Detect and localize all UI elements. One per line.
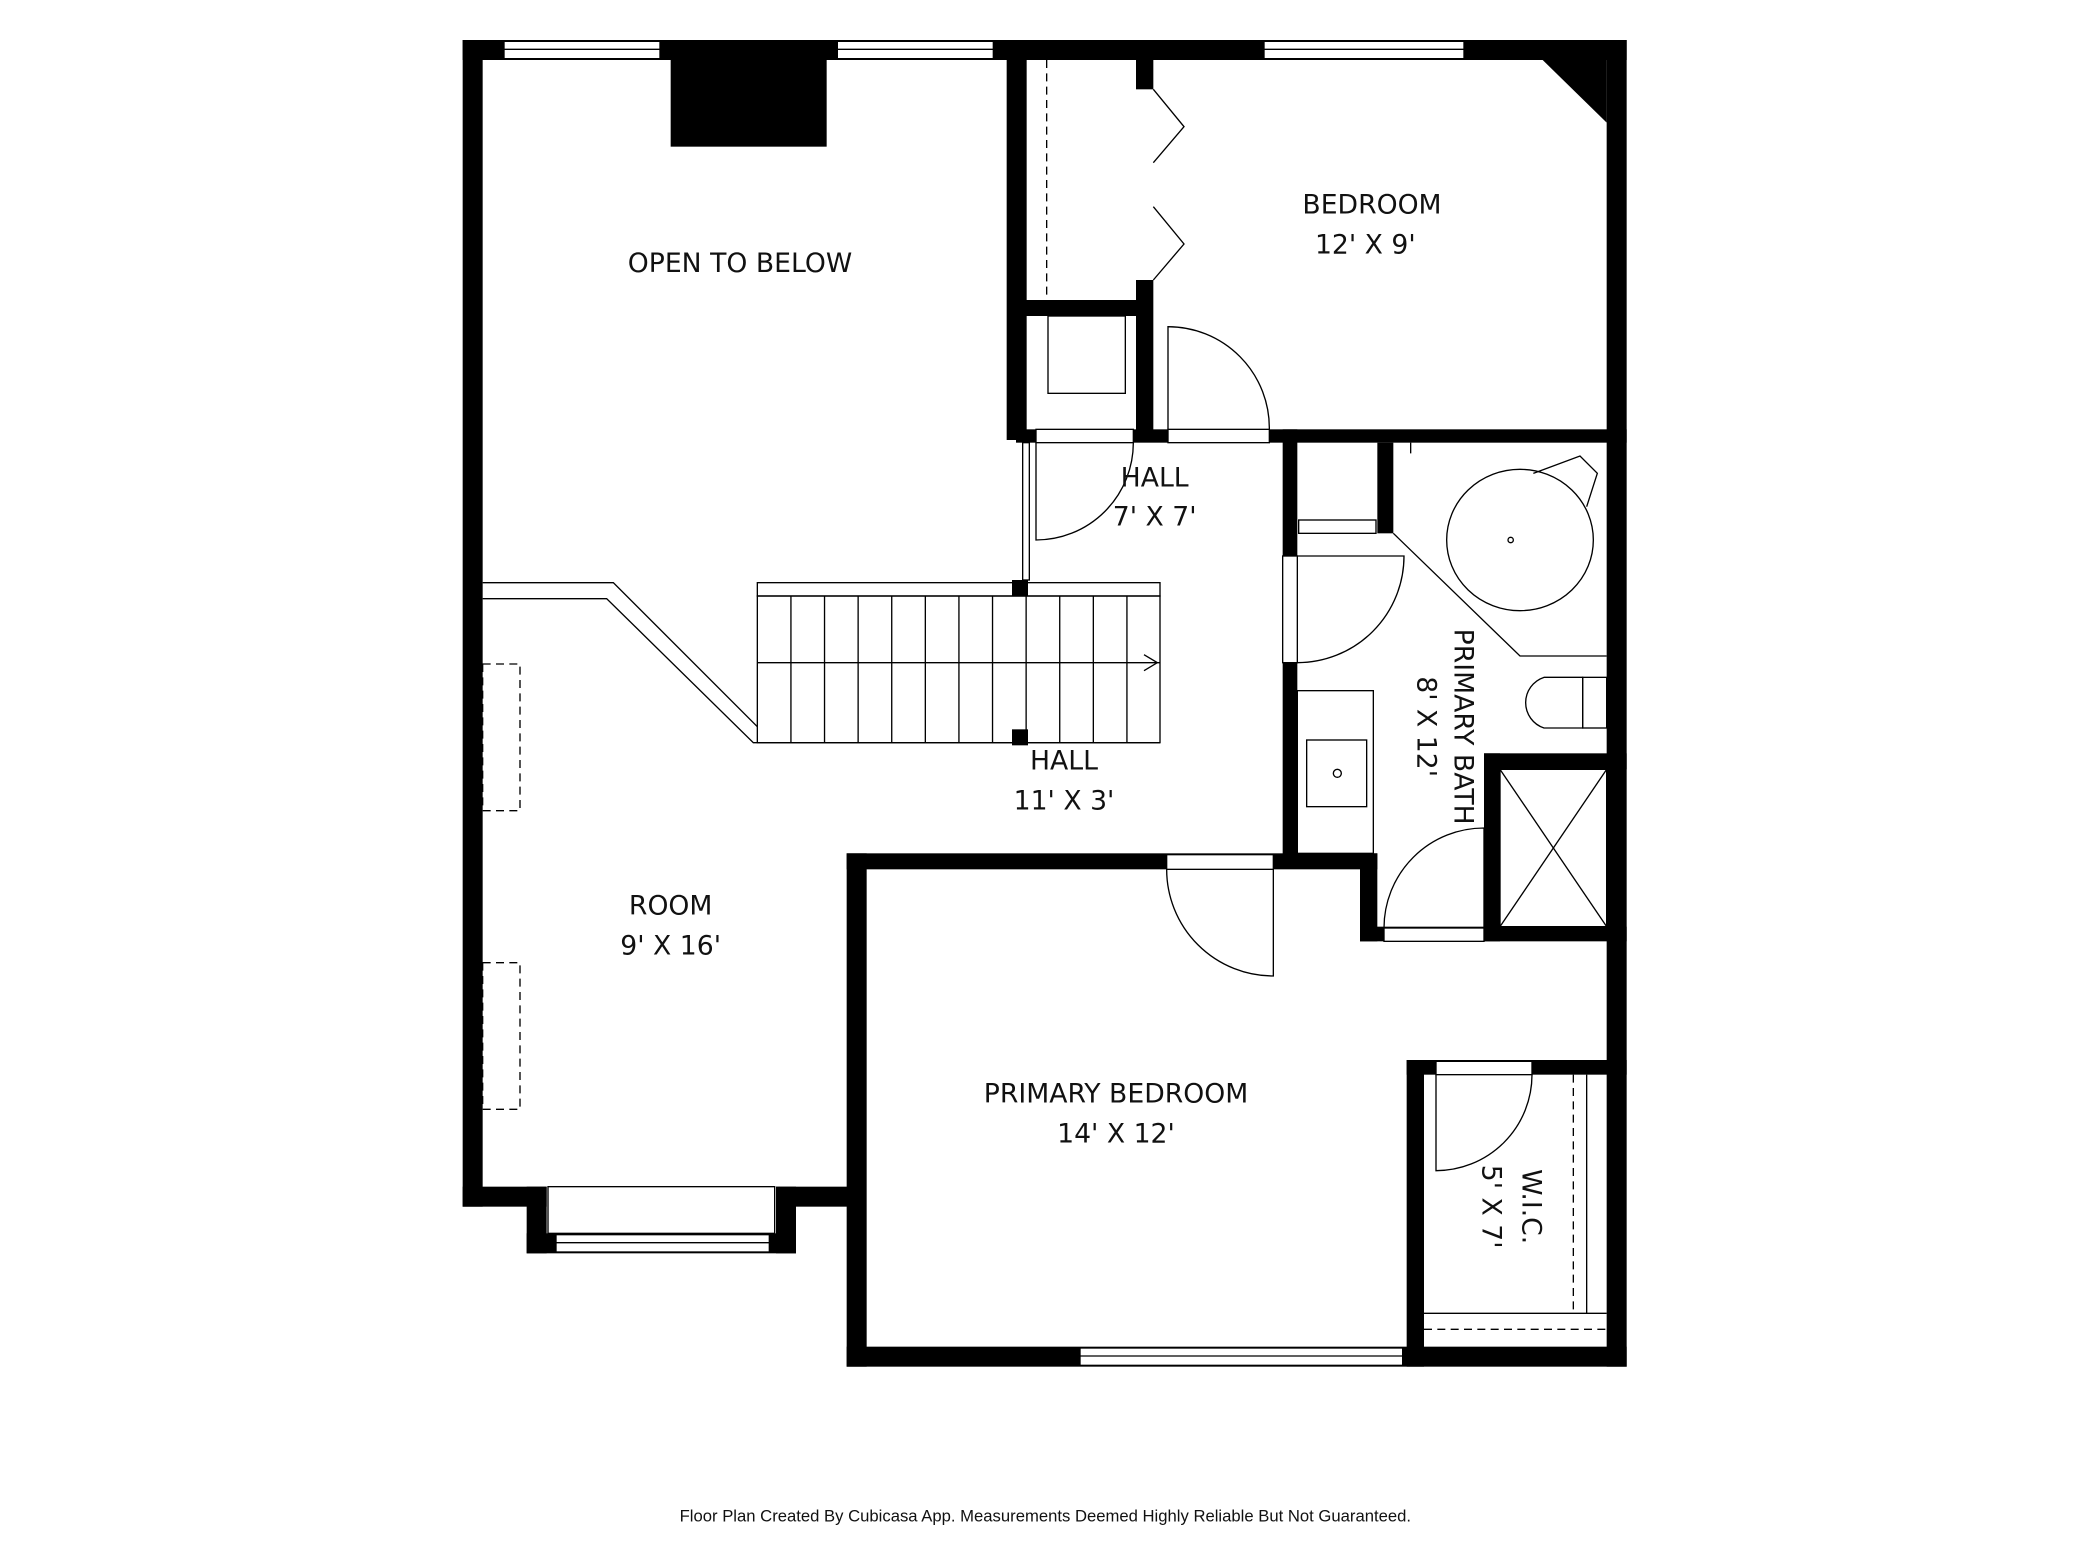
footer-disclaimer: Floor Plan Created By Cubicasa App. Meas…	[680, 1506, 1411, 1525]
room-label-room: ROOM	[629, 891, 712, 922]
room-size-hall-upper: 7' X 7'	[1113, 501, 1197, 532]
room-size-bedroom: 12' X 9'	[1315, 229, 1416, 260]
room-label-primary-bedroom: PRIMARY BEDROOM	[984, 1079, 1248, 1110]
doors	[1035, 88, 1533, 1172]
room-size-room: 9' X 16'	[620, 931, 721, 962]
chimney	[670, 60, 827, 147]
room-size-primary-bedroom: 14' X 12'	[1057, 1119, 1175, 1150]
room-size-primary-bath: 8' X 12'	[1410, 676, 1441, 777]
room-label-open-to-below: OPEN TO BELOW	[628, 248, 852, 279]
room-label-hall-lower: HALL	[1030, 745, 1098, 776]
room-label-hall-upper: HALL	[1121, 463, 1189, 494]
staircase	[482, 581, 1161, 744]
room-size-wic: 5' X 7'	[1476, 1165, 1507, 1249]
room-label-primary-bath: PRIMARY BATH	[1448, 629, 1479, 825]
windows	[503, 40, 1465, 1366]
room-label-bedroom: BEDROOM	[1302, 189, 1441, 220]
room-label-wic: W.I.C.	[1516, 1169, 1547, 1244]
fixtures	[482, 60, 1608, 1330]
room-size-hall-lower: 11' X 3'	[1014, 785, 1115, 816]
